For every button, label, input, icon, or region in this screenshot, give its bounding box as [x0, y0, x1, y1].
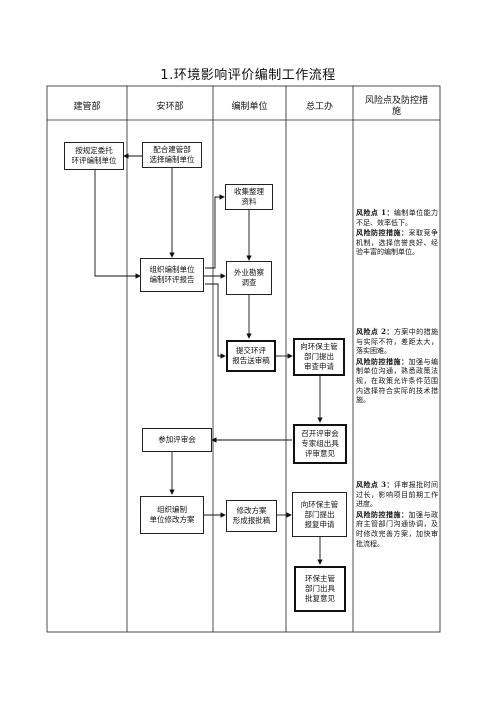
- header-chief-engineer-office: 总工办: [305, 101, 333, 112]
- risk-2-text: 方案中的措施与实际不符，差距太大，落实困难。: [356, 328, 439, 356]
- risk-1-label: 风险点 1：: [356, 208, 394, 217]
- box-report-review-line3: 审查申请: [304, 362, 334, 371]
- box-apply-review: 向环保主管 部门提出 审查申请: [293, 338, 345, 376]
- box-hold-review-line2: 专家组出具: [301, 439, 339, 448]
- box-entrust-line1: 按规定委托: [75, 146, 113, 155]
- header-risk-measures-text: 风险点及防控措施: [364, 96, 428, 117]
- box-organize-compile: 组织编制单位 编制环评报告: [140, 258, 204, 292]
- risk-2-measure: 加强与编制单位沟通，熟悉政策法规，在政策允许条件范围内选择符合实际的技术措施。: [356, 357, 438, 405]
- box-issue-approval: 环保主管 部门出具 批复意见: [294, 566, 346, 612]
- box-report-approve-line2: 部门提出: [304, 509, 335, 519]
- box-submit-draft: 提交环评 报告送审稿: [226, 340, 276, 372]
- box-survey-line1: 外业勘察: [234, 268, 264, 277]
- box-revise-plan: 修改方案 形成报批稿: [226, 500, 277, 532]
- header-compiling-unit: 编制单位: [231, 101, 268, 112]
- risk-3-label: 风险点 3：: [356, 480, 394, 489]
- box-organize-revision: 组织编制 单位修改方案: [140, 496, 204, 534]
- box-hold-review-line1: 召开评审会: [301, 429, 339, 438]
- box-attend-review: 参加评审会: [142, 428, 212, 452]
- box-collect-line2: 资料: [241, 197, 257, 206]
- box-org-revise-line2: 单位修改方案: [149, 515, 195, 524]
- box-cooperate-select: 配合建管部 选择编制单位: [142, 142, 202, 168]
- box-approval-line1: 环保主管: [305, 574, 335, 583]
- box-revise-line1: 修改方案: [236, 506, 267, 515]
- header-construction-dept: 建管部: [73, 101, 101, 112]
- box-submit-line2: 报告送审稿: [232, 356, 270, 365]
- box-report-review-line1: 向环保主管: [300, 342, 338, 351]
- box-report-approve-line3: 报复申请: [304, 519, 335, 529]
- page-title: 1.环境影响评价编制工作流程: [160, 68, 336, 83]
- box-collect-line1: 收集整理: [234, 187, 264, 196]
- risk-1-measure-label: 风险防控措施：: [356, 228, 409, 238]
- box-report-approve-line1: 向环保主管: [300, 499, 339, 509]
- box-join-review-line1: 参加评审会: [158, 435, 196, 444]
- box-entrust-compiler: 按规定委托 环评编制单位: [64, 142, 124, 170]
- box-report-review-line2: 部门提出: [304, 352, 334, 361]
- arrow-entrust-to-organize: [94, 170, 141, 279]
- box-collect-data: 收集整理 资料: [225, 184, 273, 210]
- box-hold-review-line3: 评审意见: [305, 449, 335, 458]
- risk-block-1: 风险点 1：编制单位能力不足、效率低下。 风险防控措施：采取竞争机制，选择信誉良…: [356, 208, 438, 258]
- box-org-revise-line1: 组织编制: [157, 505, 187, 514]
- box-organize-line1: 组织编制单位: [149, 265, 195, 274]
- risk-2-label: 风险点 2：: [356, 327, 394, 336]
- box-approval-line2: 部门出具: [305, 584, 335, 593]
- risk-1-measure: 采取竞争机制，选择信誉良好、经验丰富的编制单位。: [356, 229, 438, 257]
- header-safety-env-dept: 安环部: [156, 101, 184, 112]
- box-organize-line2: 编制环评报告: [149, 275, 195, 284]
- box-submit-line1: 提交环评: [236, 346, 266, 355]
- box-field-survey: 外业勘察 调查: [226, 261, 272, 295]
- risk-1-text: 编制单位能力不足、效率低下。: [356, 209, 439, 227]
- box-revise-line2: 形成报批稿: [232, 516, 271, 525]
- arrow-organize-to-submit: [205, 283, 226, 359]
- arrow-organize-to-collect: [205, 194, 225, 269]
- risk-3-measure: 加强与政府主管部门沟通协调，及时修改完善方案，加快审批流程。: [356, 510, 438, 548]
- table-frame: [46, 85, 441, 633]
- box-entrust-line2: 环评编制单位: [71, 156, 117, 165]
- risk-3-measure-label: 风险防控措施：: [356, 509, 409, 519]
- box-cooperate-line2: 选择编制单位: [149, 155, 195, 164]
- box-apply-approval: 向环保主管 部门提出 报复申请: [292, 492, 347, 537]
- risk-block-2: 风险点 2：方案中的措施与实际不符，差距太大，落实困难。 风险防控措施：加强与编…: [356, 327, 438, 406]
- box-hold-review: 召开评审会 专家组出具 评审意见: [293, 424, 347, 464]
- risk-3-text: 评审报批时间过长，影响项目前期工作进度。: [356, 481, 439, 509]
- box-survey-line2: 调查: [241, 278, 257, 287]
- box-approval-line3: 批复意见: [305, 594, 335, 603]
- risk-block-3: 风险点 3：评审报批时间过长，影响项目前期工作进度。 风险防控措施：加强与政府主…: [356, 480, 438, 549]
- box-cooperate-line1: 配合建管部: [153, 145, 191, 154]
- header-risk-measures: 风险点及防控措施: [353, 96, 440, 118]
- risk-2-measure-label: 风险防控措施：: [356, 356, 409, 366]
